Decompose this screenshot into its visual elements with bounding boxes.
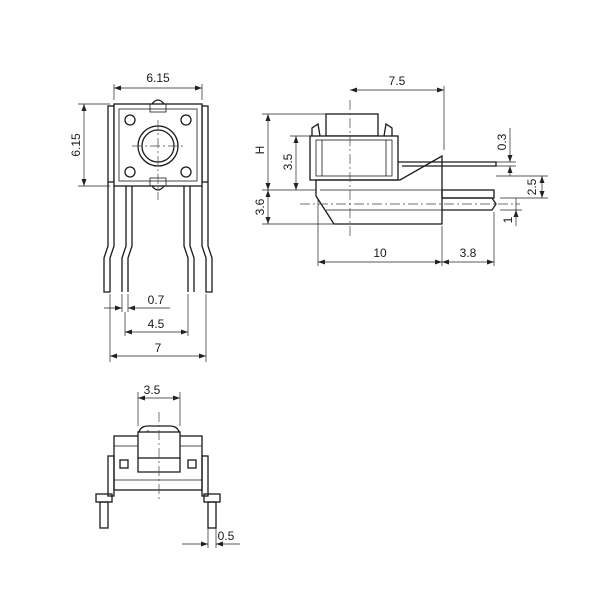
arrowhead: [265, 190, 271, 197]
arrowhead: [507, 155, 513, 162]
dim-pin-spacing: 4.5: [148, 317, 165, 331]
side-tab-left: [311, 122, 321, 137]
top-notch: [149, 103, 167, 113]
arrowhead: [487, 259, 494, 265]
arrowhead: [81, 179, 87, 186]
top-bump: [151, 99, 165, 105]
dim-top-width: 6.15: [146, 71, 170, 85]
arrowhead: [216, 541, 223, 547]
corner-hole-bl: [124, 166, 136, 178]
arrowhead: [442, 259, 449, 265]
dim-pin-width: 0.7: [148, 293, 165, 307]
arrowhead: [507, 166, 513, 173]
arrowhead: [110, 353, 117, 359]
corner-hole-tr: [180, 114, 192, 126]
dim-pin-pitch: 2.5: [525, 178, 539, 195]
corner-hole-br: [180, 166, 192, 178]
bottom-pin-left: [99, 501, 109, 529]
dim-lead-thickness: 0.3: [495, 133, 509, 150]
corner-hole-tl: [124, 114, 136, 126]
dim-side-length: 7.5: [389, 74, 406, 88]
arrowhead: [114, 85, 121, 91]
bottom-lead-left: [107, 455, 115, 497]
arrowhead: [125, 329, 132, 335]
slot-left: [119, 459, 129, 469]
top-lead: [398, 161, 497, 167]
arrowhead: [350, 87, 357, 93]
dim-top-height: 6.15: [69, 133, 83, 157]
right-lead-frame: [201, 105, 209, 183]
dim-pin-offset: 1: [501, 216, 515, 223]
dim-body-length: 10: [373, 246, 387, 260]
side-view: 7.5 H 3.5 3.6 0.3 2.5: [253, 74, 548, 266]
arrowhead: [138, 395, 145, 401]
bottom-lead-right: [201, 455, 209, 497]
side-actuator: [325, 113, 379, 137]
arrowhead: [265, 217, 271, 224]
bottom-foot-right: [203, 493, 221, 503]
bottom-foot-left: [95, 493, 113, 503]
pin-right-outer: [189, 186, 195, 292]
bottom-bump: [151, 185, 165, 191]
side-body: [309, 135, 399, 181]
lead-left: [103, 182, 115, 293]
dim-base-height: 3.6: [253, 198, 267, 215]
arrowhead: [437, 87, 444, 93]
lead-right: [201, 182, 213, 293]
arrowhead: [293, 136, 299, 143]
arrowhead: [265, 114, 271, 121]
arrowhead: [195, 85, 202, 91]
arrowhead: [435, 259, 442, 265]
arrowhead: [265, 183, 271, 190]
left-lead-frame: [107, 105, 115, 183]
pin-left-inner: [127, 186, 133, 292]
arrowhead: [293, 183, 299, 190]
arrowhead: [539, 176, 545, 183]
pin-left-outer: [121, 186, 127, 292]
arrowhead: [115, 305, 122, 311]
arrowhead: [173, 395, 180, 401]
side-base: [315, 154, 443, 225]
arrowhead: [539, 191, 545, 198]
arrowhead: [128, 305, 135, 311]
arrowhead: [513, 210, 519, 217]
bottom-view: 3.5 0.5: [95, 383, 240, 548]
dim-pin-thickness: 0.5: [218, 529, 235, 543]
pin-right-inner: [183, 186, 189, 292]
arrowhead: [201, 541, 208, 547]
arrowhead: [81, 104, 87, 111]
dim-actuator-width: 3.5: [144, 383, 161, 397]
arrowhead: [199, 353, 206, 359]
top-view: 6.15 6.15 0.7 4.5 7: [69, 71, 213, 362]
bottom-pin-right: [207, 501, 217, 529]
arrowhead: [181, 329, 188, 335]
arrowhead: [318, 259, 325, 265]
dim-h: H: [253, 146, 267, 155]
slot-right: [187, 459, 197, 469]
side-pin-lower: [442, 197, 497, 211]
side-tab-right: [383, 122, 393, 137]
side-pin-upper: [441, 189, 495, 199]
dim-body-height: 3.5: [281, 153, 295, 170]
dim-overall-width: 7: [155, 341, 162, 355]
dim-lead-length: 3.8: [460, 246, 477, 260]
side-body-inner: [315, 139, 393, 177]
